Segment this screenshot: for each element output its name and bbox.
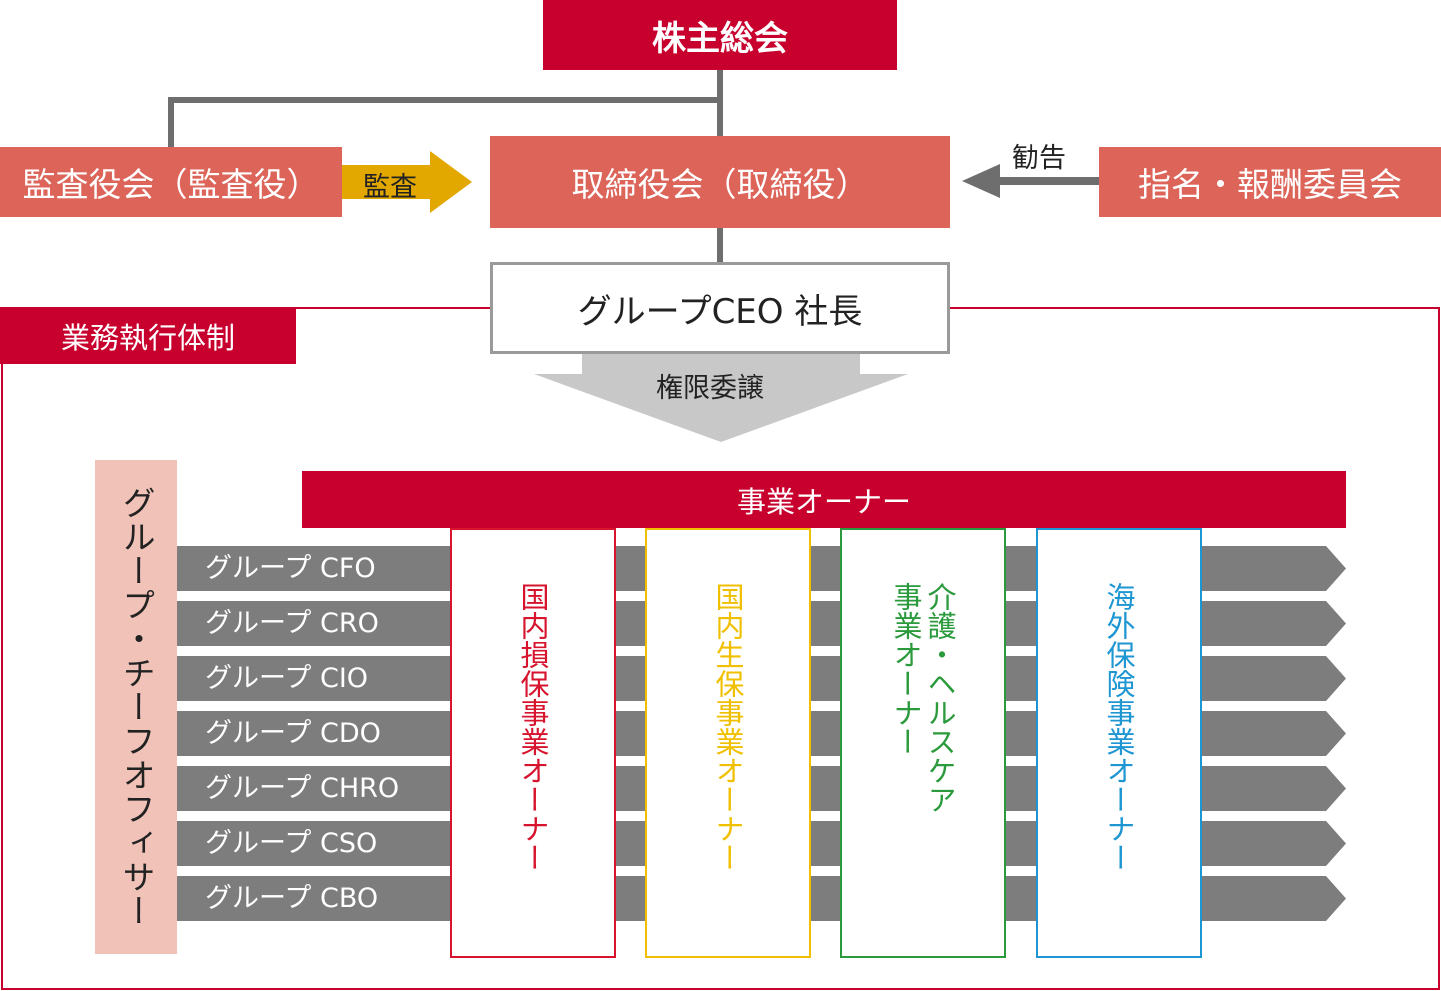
owner-col-domestic-life: 国内生保事業オーナー (645, 528, 811, 958)
owner-col-domestic-pc: 国内損保事業オーナー (450, 528, 616, 958)
business-owner-header: 事業オーナー (302, 471, 1346, 528)
officer-label-chro: グループ CHRO (205, 773, 400, 804)
officer-label-cdo: グループ CDO (205, 718, 381, 749)
advice-arrow-label: 勧告 (1012, 143, 1066, 174)
owner-label-nursing-healthcare: 介護・ヘルスケア 事業オーナー (889, 582, 957, 814)
officer-label-cbo: グループ CBO (205, 883, 379, 914)
officer-label-cso: グループ CSO (205, 828, 378, 859)
group-ceo-box: グループCEO 社長 (490, 262, 950, 354)
group-chief-officers-label: グループ・チーフオフィサー (117, 486, 156, 928)
officer-label-cfo: グループ CFO (205, 553, 376, 584)
owner-label-domestic-pc: 国内損保事業オーナー (516, 582, 550, 872)
owner-label-overseas: 海外保険事業オーナー (1102, 582, 1136, 872)
audit-arrow-label: 監査 (363, 172, 417, 203)
connector-board-ceo (717, 228, 723, 262)
group-chief-officers-box: グループ・チーフオフィサー (95, 460, 177, 954)
board-of-directors-box: 取締役会（取締役） (490, 136, 950, 228)
officer-label-cro: グループ CRO (205, 608, 379, 639)
owner-col-overseas: 海外保険事業オーナー (1036, 528, 1202, 958)
advice-arrow-icon (962, 164, 1099, 198)
audit-arrow-icon (342, 151, 472, 213)
owner-col-nursing-healthcare: 介護・ヘルスケア 事業オーナー (840, 528, 1006, 958)
exec-system-label: 業務執行体制 (0, 307, 296, 364)
delegation-label: 権限委譲 (656, 373, 764, 404)
delegation-arrow-icon (534, 354, 908, 442)
connector-auditors-up (168, 97, 174, 147)
shareholders-meeting-box: 株主総会 (543, 0, 897, 70)
connector-horizontal-top (168, 97, 723, 103)
nomination-committee-box: 指名・報酬委員会 (1099, 147, 1441, 217)
audit-board-box: 監査役会（監査役） (0, 147, 342, 217)
officer-label-cio: グループ CIO (205, 663, 369, 694)
owner-label-domestic-life: 国内生保事業オーナー (711, 582, 745, 872)
connector-shareholders-down (717, 70, 723, 136)
